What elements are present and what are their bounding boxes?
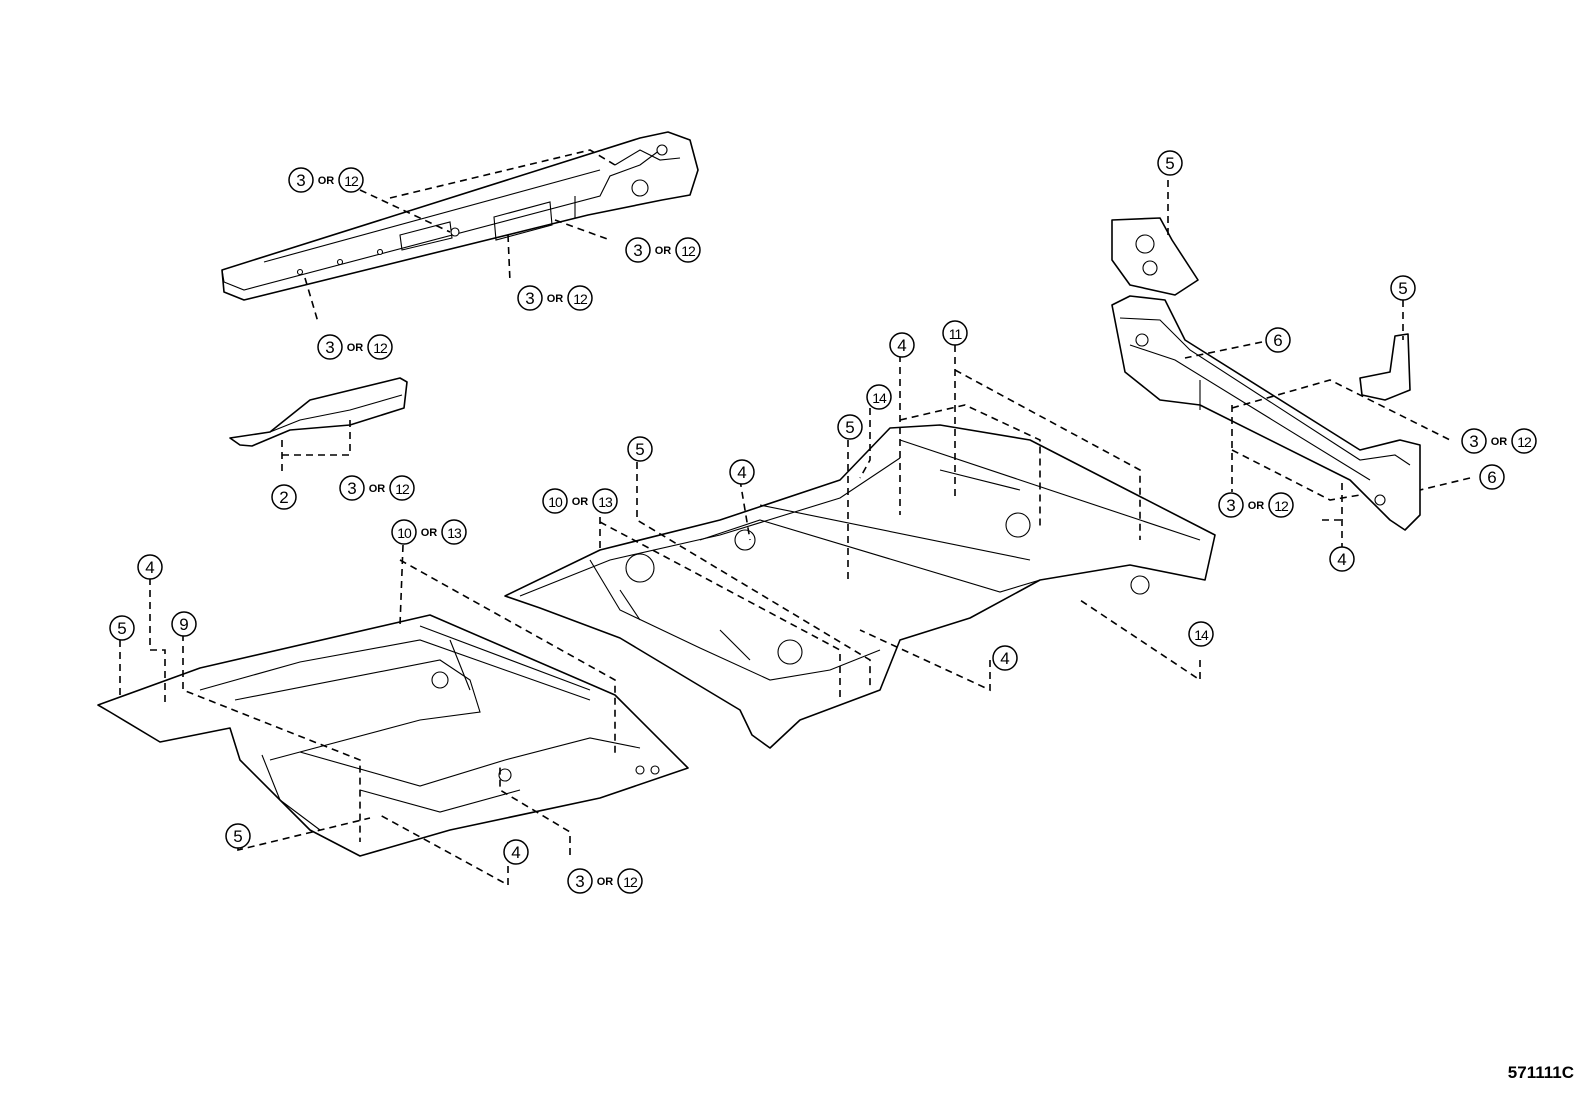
svg-text:12: 12 — [344, 173, 359, 189]
svg-text:5: 5 — [845, 418, 854, 437]
svg-text:OR: OR — [572, 496, 589, 508]
callout-14-c18: 14 — [866, 384, 892, 410]
callout-3-or-12-c2: 3 OR 12 — [625, 237, 701, 263]
svg-text:10: 10 — [397, 525, 412, 541]
callout-9-c10: 9 — [171, 611, 197, 637]
callout-4-c29: 4 — [1329, 546, 1355, 572]
svg-text:OR: OR — [421, 527, 438, 539]
svg-text:5: 5 — [1165, 154, 1174, 173]
svg-text:12: 12 — [573, 291, 588, 307]
callout-4-c21: 4 — [992, 645, 1018, 671]
svg-text:12: 12 — [681, 243, 696, 259]
callout-3-or-12-c6: 3 OR 12 — [339, 475, 415, 501]
svg-text:3: 3 — [1226, 496, 1235, 515]
callout-5-c23: 5 — [1157, 150, 1183, 176]
svg-text:12: 12 — [1274, 498, 1289, 514]
svg-text:12: 12 — [395, 481, 410, 497]
callout-2-c5: 2 — [271, 484, 297, 510]
svg-text:4: 4 — [737, 463, 746, 482]
callout-14-c22: 14 — [1188, 621, 1214, 647]
svg-text:4: 4 — [1000, 649, 1009, 668]
svg-text:3: 3 — [525, 289, 534, 308]
svg-text:OR: OR — [597, 876, 614, 888]
callout-11-c20: 11 — [942, 320, 968, 346]
svg-text:5: 5 — [1398, 279, 1407, 298]
callout-3-or-12-c3: 3 OR 12 — [517, 285, 593, 311]
callout-6-c24: 6 — [1265, 327, 1291, 353]
floor-side-bracket — [229, 377, 408, 447]
svg-text:OR: OR — [1248, 500, 1265, 512]
svg-text:14: 14 — [1194, 627, 1209, 643]
svg-text:3: 3 — [347, 479, 356, 498]
svg-text:6: 6 — [1273, 331, 1282, 350]
callout-6-c27: 6 — [1479, 464, 1505, 490]
svg-text:4: 4 — [897, 336, 906, 355]
callout-5-c15: 5 — [627, 436, 653, 462]
callout-5-c25: 5 — [1390, 275, 1416, 301]
leader-lines — [119, 149, 1471, 887]
svg-text:OR: OR — [347, 342, 364, 354]
callout-5-c11: 5 — [225, 823, 251, 849]
callout-3-or-12-c1: 3 OR 12 — [288, 167, 364, 193]
callout-5-c9: 5 — [109, 615, 135, 641]
svg-text:12: 12 — [623, 874, 638, 890]
svg-text:14: 14 — [872, 390, 887, 406]
svg-text:3: 3 — [296, 171, 305, 190]
rear-pillar-reinforcement — [1111, 217, 1199, 296]
svg-text:9: 9 — [179, 615, 188, 634]
svg-text:11: 11 — [949, 326, 963, 342]
callout-5-c17: 5 — [837, 414, 863, 440]
svg-text:OR: OR — [369, 483, 386, 495]
svg-text:2: 2 — [279, 488, 288, 507]
svg-text:10: 10 — [548, 494, 563, 510]
svg-text:4: 4 — [1337, 550, 1346, 569]
callout-3-or-12-c13: 3 OR 12 — [567, 868, 643, 894]
svg-text:4: 4 — [145, 558, 154, 577]
callout-4-c19: 4 — [889, 332, 915, 358]
svg-text:OR: OR — [655, 245, 672, 257]
callout-10-or-13-c14: 10 OR 13 — [542, 488, 618, 514]
callout-3-or-12-c26: 3 OR 12 — [1461, 428, 1537, 454]
svg-text:13: 13 — [447, 525, 462, 541]
center-floor-pan — [504, 424, 1216, 749]
svg-text:5: 5 — [117, 619, 126, 638]
svg-text:3: 3 — [633, 241, 642, 260]
svg-text:4: 4 — [511, 843, 520, 862]
callout-3-or-12-c4: 3 OR 12 — [317, 334, 393, 360]
figure-code: 571111C — [1507, 1063, 1574, 1082]
svg-text:3: 3 — [575, 872, 584, 891]
callout-4-c8: 4 — [137, 554, 163, 580]
front-floor-pan — [97, 614, 689, 857]
svg-text:3: 3 — [325, 338, 334, 357]
svg-text:13: 13 — [598, 494, 613, 510]
side-sill-rail — [221, 131, 699, 301]
svg-text:12: 12 — [373, 340, 388, 356]
rear-side-rail — [1111, 295, 1421, 531]
svg-text:OR: OR — [547, 293, 564, 305]
callout-4-c12: 4 — [503, 839, 529, 865]
callout-3-or-12-c28: 3 OR 12 — [1218, 492, 1294, 518]
svg-text:OR: OR — [1491, 436, 1508, 448]
small-bracket-right — [1359, 333, 1411, 401]
svg-text:OR: OR — [318, 175, 335, 187]
svg-text:12: 12 — [1517, 434, 1532, 450]
svg-text:5: 5 — [635, 440, 644, 459]
svg-text:6: 6 — [1487, 468, 1496, 487]
callout-10-or-13-c7: 10 OR 13 — [391, 519, 467, 545]
svg-text:3: 3 — [1469, 432, 1478, 451]
callout-4-c16: 4 — [729, 459, 755, 485]
svg-text:5: 5 — [233, 827, 242, 846]
